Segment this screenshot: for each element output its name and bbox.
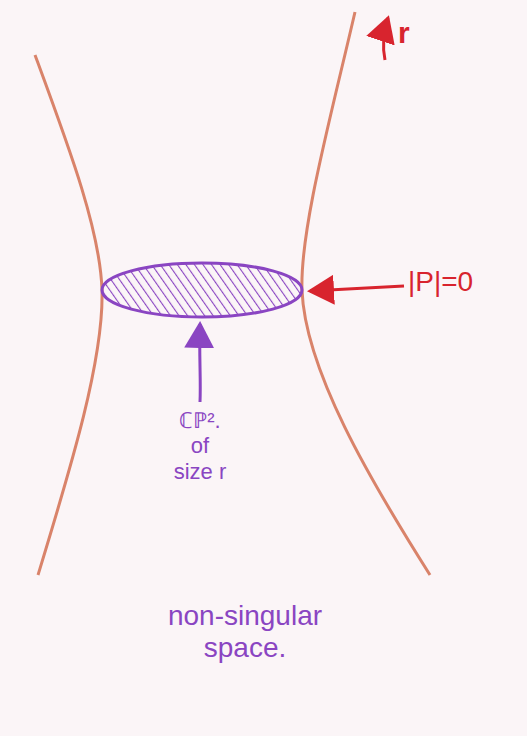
radius-label: r [398, 16, 410, 51]
leader-arrow [198, 324, 202, 402]
leader-arrow [310, 286, 404, 291]
manifold-label: ℂℙ². of size r [170, 408, 230, 484]
cp2-cycle [102, 263, 302, 317]
condition-label: |P|=0 [408, 266, 473, 298]
r-arrow [384, 18, 388, 60]
caption-note: non-singular space. [150, 600, 340, 664]
left-wall [35, 55, 102, 575]
